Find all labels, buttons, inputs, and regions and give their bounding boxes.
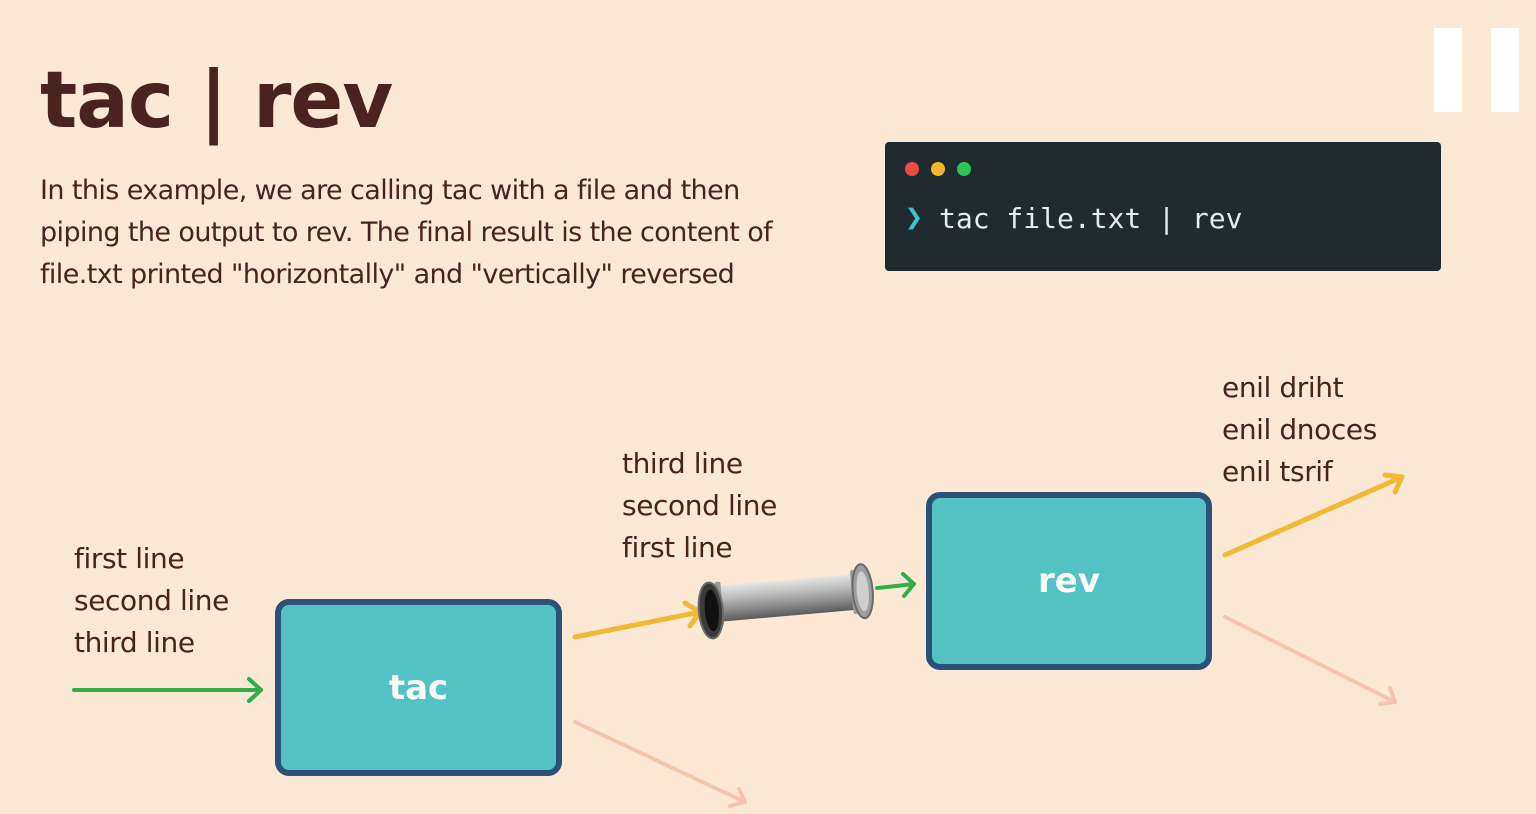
- pipe-to-rev-arrow: [875, 572, 916, 598]
- rev-stderr-arrow: [1223, 615, 1397, 706]
- pause-icon-left-bar[interactable]: [1434, 28, 1462, 112]
- tac-stderr-arrow: [573, 720, 747, 808]
- rev-output-line: enil tsrif: [1222, 455, 1333, 488]
- tac-box: tac: [275, 599, 562, 776]
- tac-output-line: first line: [622, 531, 733, 564]
- page-title: tac | rev: [40, 56, 393, 146]
- description-line: piping the output to rev. The final resu…: [40, 217, 773, 248]
- input-line: first line: [74, 542, 185, 575]
- rev-output-line: enil dnoces: [1222, 413, 1377, 446]
- rev-box: rev: [926, 492, 1212, 670]
- terminal-command: tac file.txt | rev: [939, 202, 1243, 235]
- rev-output-lines: enil driht enil dnoces enil tsrif: [1222, 367, 1377, 493]
- input-line: second line: [74, 584, 229, 617]
- description-line: In this example, we are calling tac with…: [40, 175, 740, 206]
- input-lines: first line second line third line: [74, 538, 229, 664]
- tac-output-lines: third line second line first line: [622, 443, 777, 569]
- tac-output-line: second line: [622, 489, 777, 522]
- rev-stdout-arrow: [1222, 472, 1405, 558]
- tac-output-line: third line: [622, 447, 743, 480]
- description-line: file.txt printed "horizontally" and "ver…: [40, 259, 735, 290]
- minimize-dot-icon: [931, 162, 945, 176]
- rev-output-line: enil driht: [1222, 371, 1344, 404]
- prompt-chevron-icon: ❯: [905, 200, 924, 235]
- terminal-window: ❯ tac file.txt | rev: [885, 142, 1441, 271]
- close-dot-icon: [905, 162, 919, 176]
- tac-stdout-arrow: [572, 600, 703, 640]
- pause-icon-right-bar[interactable]: [1491, 28, 1519, 112]
- maximize-dot-icon: [957, 162, 971, 176]
- pipe-icon: [697, 563, 874, 640]
- input-line: third line: [74, 626, 195, 659]
- description: In this example, we are calling tac with…: [40, 170, 840, 296]
- input-arrow: [72, 677, 263, 703]
